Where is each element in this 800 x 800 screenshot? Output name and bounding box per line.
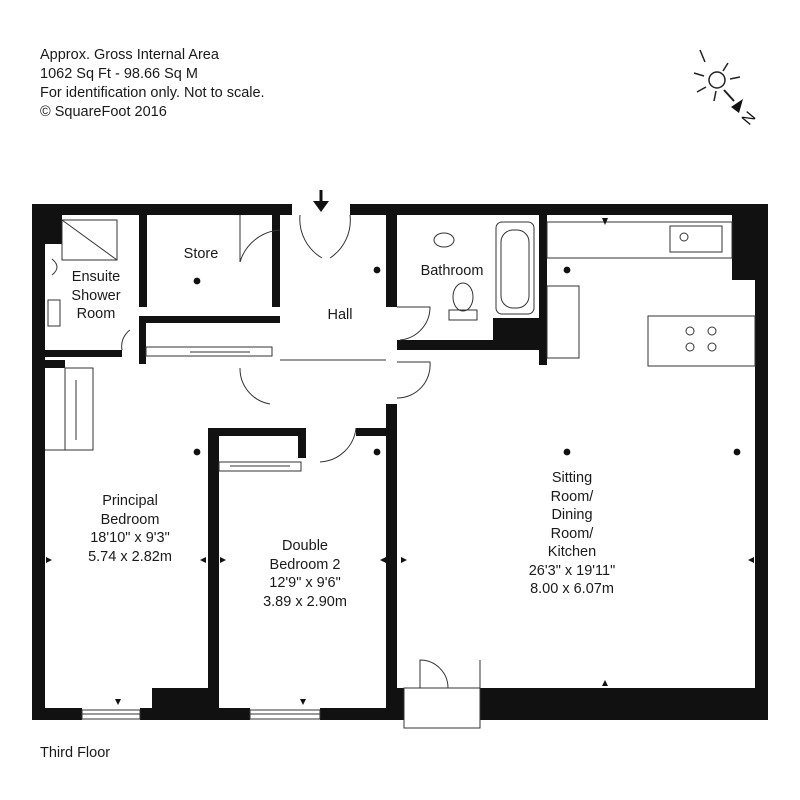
dimension-ticks xyxy=(46,218,754,705)
room-name: Double xyxy=(282,538,328,554)
compass-icon xyxy=(693,49,741,102)
room-hall: Hall xyxy=(328,306,353,325)
room-store: Store xyxy=(184,245,219,264)
copyright: © SquareFoot 2016 xyxy=(40,104,167,120)
room-name: Shower xyxy=(71,287,121,304)
area-value: 1062 Sq Ft - 98.66 Sq M xyxy=(40,66,198,82)
room-double-bedroom: Double Bedroom 2 12'9" x 9'6" 3.89 x 2.9… xyxy=(263,537,347,611)
area-info: Approx. Gross Internal Area 1062 Sq Ft -… xyxy=(40,46,265,122)
room-principal-bedroom: Principal Bedroom 18'10" x 9'3" 5.74 x 2… xyxy=(88,492,172,566)
fixtures xyxy=(45,214,756,729)
area-title: Approx. Gross Internal Area xyxy=(40,47,219,63)
walls xyxy=(32,204,768,720)
room-name: Store xyxy=(183,246,219,262)
room-name: Bedroom 2 xyxy=(269,556,341,573)
north-label: N xyxy=(739,109,759,129)
room-dimensions-imperial: 26'3" x 19'11" xyxy=(528,562,616,579)
room-name: Sitting xyxy=(551,470,593,486)
room-name: Room xyxy=(76,306,116,322)
measure-points xyxy=(193,266,741,456)
room-name: Bathroom xyxy=(420,263,484,279)
room-dimensions-metric: 8.00 x 6.07m xyxy=(530,581,614,597)
room-name: Room/ xyxy=(550,525,594,542)
room-ensuite: Ensuite Shower Room xyxy=(71,268,120,324)
north-arrow-icon xyxy=(723,89,743,113)
entrance-arrow-icon xyxy=(313,190,329,212)
floor-label: Third Floor xyxy=(40,745,111,761)
room-name: Principal xyxy=(102,493,158,509)
room-name: Bedroom xyxy=(100,511,160,528)
room-dimensions-metric: 3.89 x 2.90m xyxy=(263,593,347,610)
room-bathroom: Bathroom xyxy=(421,262,484,281)
room-name: Kitchen xyxy=(547,544,597,560)
room-name: Room/ xyxy=(550,488,594,505)
disclaimer: For identification only. Not to scale. xyxy=(40,85,265,101)
room-name: Dining xyxy=(551,507,593,523)
room-sitting-room: Sitting Room/ Dining Room/ Kitchen 26'3"… xyxy=(529,469,616,599)
room-name: Ensuite xyxy=(71,269,121,285)
room-dimensions-metric: 5.74 x 2.82m xyxy=(88,548,172,565)
room-name: Hall xyxy=(327,307,353,323)
room-dimensions-imperial: 18'10" x 9'3" xyxy=(90,530,170,546)
room-dimensions-imperial: 12'9" x 9'6" xyxy=(269,575,341,591)
